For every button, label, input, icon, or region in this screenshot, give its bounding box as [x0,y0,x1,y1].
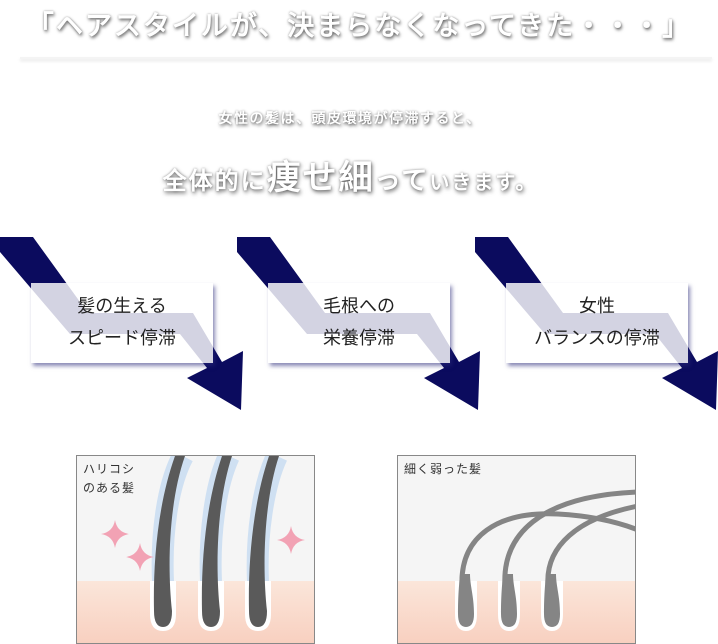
cause-box-growth-speed: 髪の生える スピード停滞 [31,283,213,363]
scalp [77,581,314,643]
causes-flow: 髪の生える スピード停滞 毛根への 栄養停滞 女性 バランスの停滞 [0,230,718,420]
healthy-hair-strands [153,456,279,627]
intro-line-2-part-4: って [374,166,430,196]
cause-box-hormone-balance: 女性 バランスの停滞 [506,283,688,363]
healthy-hair-label-line-1: ハリコシ [83,462,136,476]
intro-line-2-part-5: いきます。 [429,170,538,194]
intro-line-1: 女性の髪は、頭皮環境が停滞すると、 [218,111,482,127]
healthy-hair-label: ハリコシ のある髪 [83,460,135,498]
cause-1-line-2: スピード停滞 [68,328,176,349]
healthy-hair-graphic [77,456,314,643]
weak-hair-strands [459,489,635,587]
sparkle-icon [126,543,154,571]
sparkle-icon [277,526,305,554]
weak-hair-graphic [398,489,635,643]
cause-3-line-2: バランスの停滞 [534,328,660,349]
cause-2-line-1: 毛根への [323,296,395,317]
weak-hair-label: 細く弱った髪 [404,462,483,476]
weak-hair-roots [458,574,560,627]
healthy-hair-illustration: ハリコシ のある髪 [76,455,315,644]
intro-line-2-part-3: 細 [338,158,375,198]
headline: 「ヘアスタイルが、決まらなくなってきた・・・」 [26,11,692,42]
cause-box-nutrition: 毛根への 栄養停滞 [268,283,450,363]
intro-line-2-part-1: 全体的に [162,167,267,195]
cause-3-line-1: 女性 [579,296,615,317]
cause-2-line-2: 栄養停滞 [323,328,395,349]
headline-divider [20,57,712,59]
cause-1-line-1: 髪の生える [77,296,167,317]
intro-line-2: 全体的に痩せ細っていきます。 [0,150,700,199]
healthy-hair-label-line-2: のある髪 [83,481,136,495]
weak-hair-illustration: 細く弱った髪 [397,455,636,644]
intro-line-2-part-2: 痩せ [266,158,339,198]
sparkle-icon [101,520,129,548]
